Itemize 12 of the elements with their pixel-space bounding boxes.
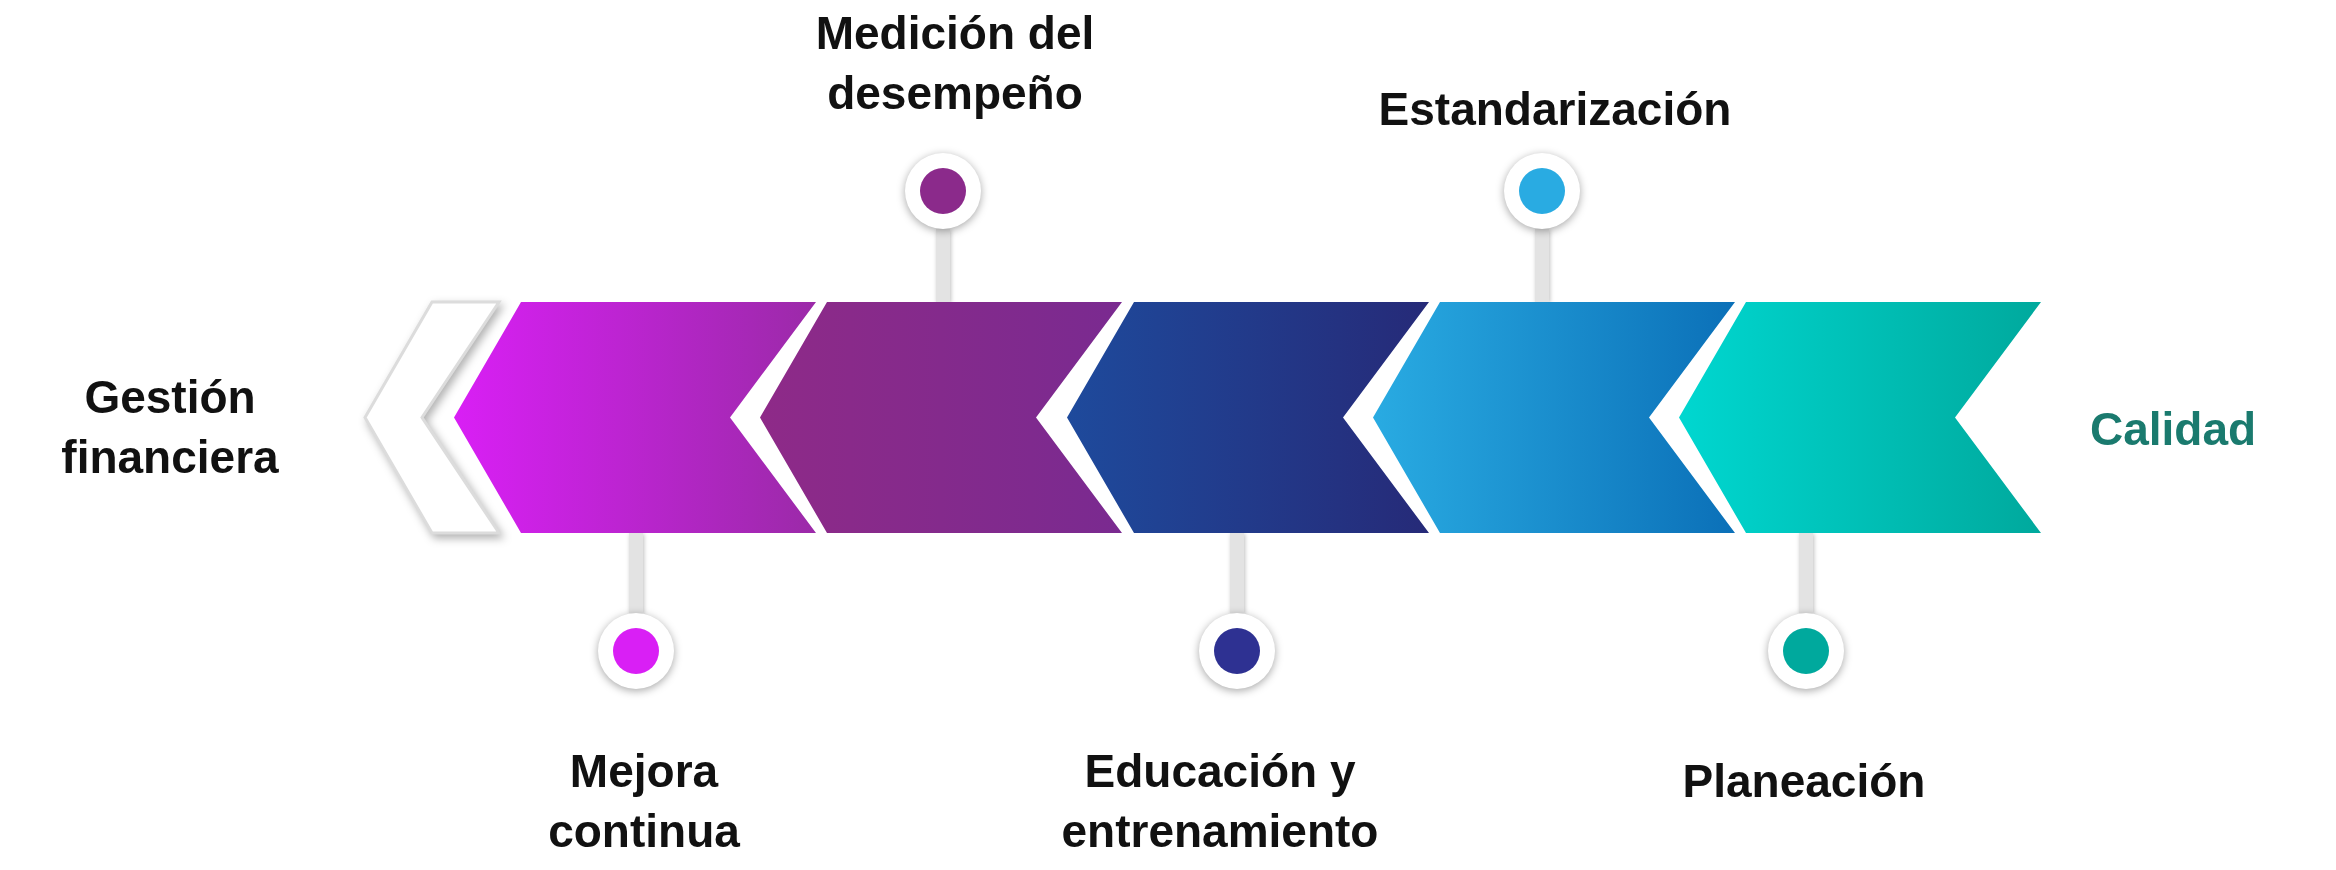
pin-stem (936, 229, 950, 302)
step-caption: Estandarización (1378, 82, 1732, 137)
pin-stem (1799, 533, 1813, 613)
step-caption: Mejora continua (547, 744, 741, 859)
start-label: Gestión financiera (60, 370, 280, 485)
pin-stem (1535, 229, 1549, 302)
step-caption: Educación y entrenamiento (1060, 744, 1380, 859)
step-caption: Medición del desempeño (814, 6, 1096, 121)
step-caption: Planeación (1682, 754, 1926, 809)
pin-stem (1230, 533, 1244, 613)
pin-stem (629, 533, 643, 613)
goal-label: Calidad (2090, 402, 2258, 457)
